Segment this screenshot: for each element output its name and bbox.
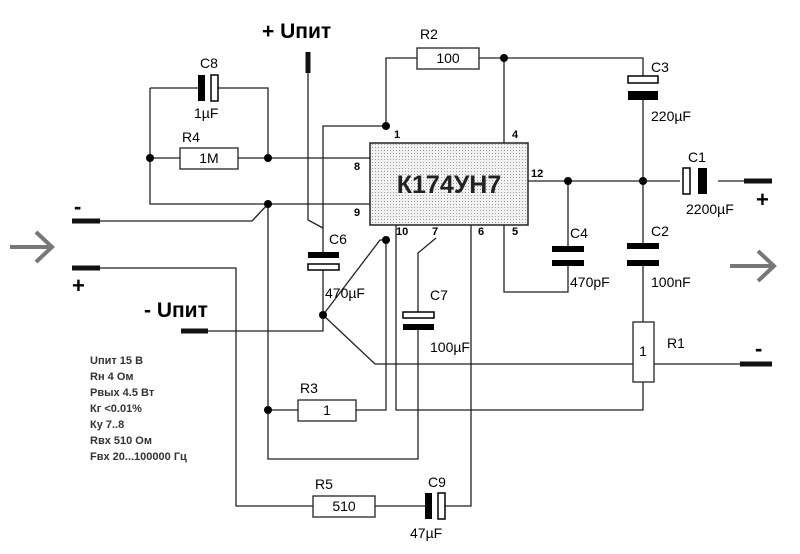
ic-pin-7: 7: [432, 226, 438, 238]
capacitor-c7: C7 100µF: [402, 287, 470, 355]
ic-pin-4: 4: [512, 129, 519, 141]
ic-pin-12: 12: [531, 168, 543, 180]
capacitor-c6: C6 470µF: [307, 231, 365, 301]
c3-ref: C3: [651, 59, 669, 75]
ic-pin-6: 6: [478, 226, 484, 238]
r1-ref: R1: [667, 335, 685, 351]
c2-ref: C2: [651, 223, 669, 239]
ic-pin-8: 8: [354, 161, 360, 173]
c8-value: 1µF: [194, 105, 218, 121]
spec-line: Rвх 510 Ом: [90, 435, 152, 447]
output-minus-sign: -: [755, 336, 762, 361]
supply-plus-terminal: + Uпит: [262, 20, 331, 73]
c8-ref: C8: [200, 55, 218, 71]
spec-line: Pвых 4.5 Вт: [90, 387, 155, 399]
spec-line: Кг <0.01%: [90, 403, 142, 415]
c4-ref: C4: [570, 225, 588, 241]
resistor-r1: 1 R1: [632, 321, 685, 383]
supply-plus-label: + Uпит: [262, 20, 331, 43]
ic-name: К174УН7: [397, 171, 501, 199]
ic-pin-1: 1: [394, 129, 400, 141]
r1-value: 1: [639, 343, 647, 359]
wires: [100, 57, 744, 507]
input-minus-sign: -: [74, 194, 81, 219]
c2-value: 100nF: [651, 274, 691, 290]
capacitor-c3: C3 220µF: [627, 59, 691, 124]
c4-value: 470pF: [570, 274, 610, 290]
input-plus-sign: +: [72, 273, 85, 298]
output-arrow-icon: [730, 249, 777, 283]
c1-ref: C1: [688, 149, 706, 165]
ic-pin-10: 10: [396, 226, 408, 238]
spec-list: Uпит 15 В Rн 4 Ом Pвых 4.5 Вт Кг <0.01% …: [90, 355, 187, 463]
c1-value: 2200µF: [686, 201, 734, 217]
spec-line: Rн 4 Ом: [90, 371, 134, 383]
capacitor-c2: C2 100nF: [627, 223, 691, 290]
r5-value: 510: [332, 498, 356, 514]
r2-ref: R2: [420, 26, 438, 42]
junction-dots: [146, 54, 647, 414]
output-plus-sign: +: [756, 187, 769, 212]
resistor-r2: 100 R2: [416, 26, 480, 70]
c6-value: 470µF: [325, 285, 365, 301]
capacitor-c8: C8 1µF: [194, 55, 219, 121]
ic-pin-5: 5: [512, 226, 518, 238]
resistor-r5: 510 R5: [312, 476, 376, 518]
r2-value: 100: [436, 50, 460, 66]
r4-value: 1M: [199, 150, 218, 166]
r3-value: 1: [323, 402, 331, 418]
c3-value: 220µF: [651, 108, 691, 124]
c9-value: 47µF: [410, 525, 442, 541]
ic-body: [369, 142, 529, 226]
spec-line: Uпит 15 В: [90, 355, 143, 367]
c7-ref: C7: [430, 287, 448, 303]
input-terminals: - +: [10, 194, 100, 298]
capacitor-c9: C9 47µF: [410, 474, 446, 541]
ic-pin-9: 9: [354, 207, 360, 219]
input-arrow-icon: [10, 230, 55, 264]
r4-ref: R4: [182, 129, 200, 145]
c9-ref: C9: [428, 474, 446, 490]
supply-minus-terminal: - Uпит: [144, 299, 208, 334]
r5-ref: R5: [315, 476, 333, 492]
output-terminals: + -: [730, 178, 777, 367]
spec-line: Ку 7..8: [90, 419, 124, 431]
resistor-r4: 1M R4: [179, 129, 239, 170]
c7-value: 100µF: [430, 339, 470, 355]
capacitor-c1: C1 2200µF: [682, 149, 734, 217]
capacitor-c4: C4 470pF: [552, 225, 610, 290]
resistor-r3: 1 R3: [297, 380, 357, 422]
spec-line: Fвх 20...100000 Гц: [90, 451, 187, 463]
supply-minus-label: - Uпит: [144, 299, 208, 322]
c6-ref: C6: [329, 231, 347, 247]
ic-k174un7: К174УН7 1 4 8 9 10 7 6 5 12: [354, 129, 543, 238]
r3-ref: R3: [300, 380, 318, 396]
